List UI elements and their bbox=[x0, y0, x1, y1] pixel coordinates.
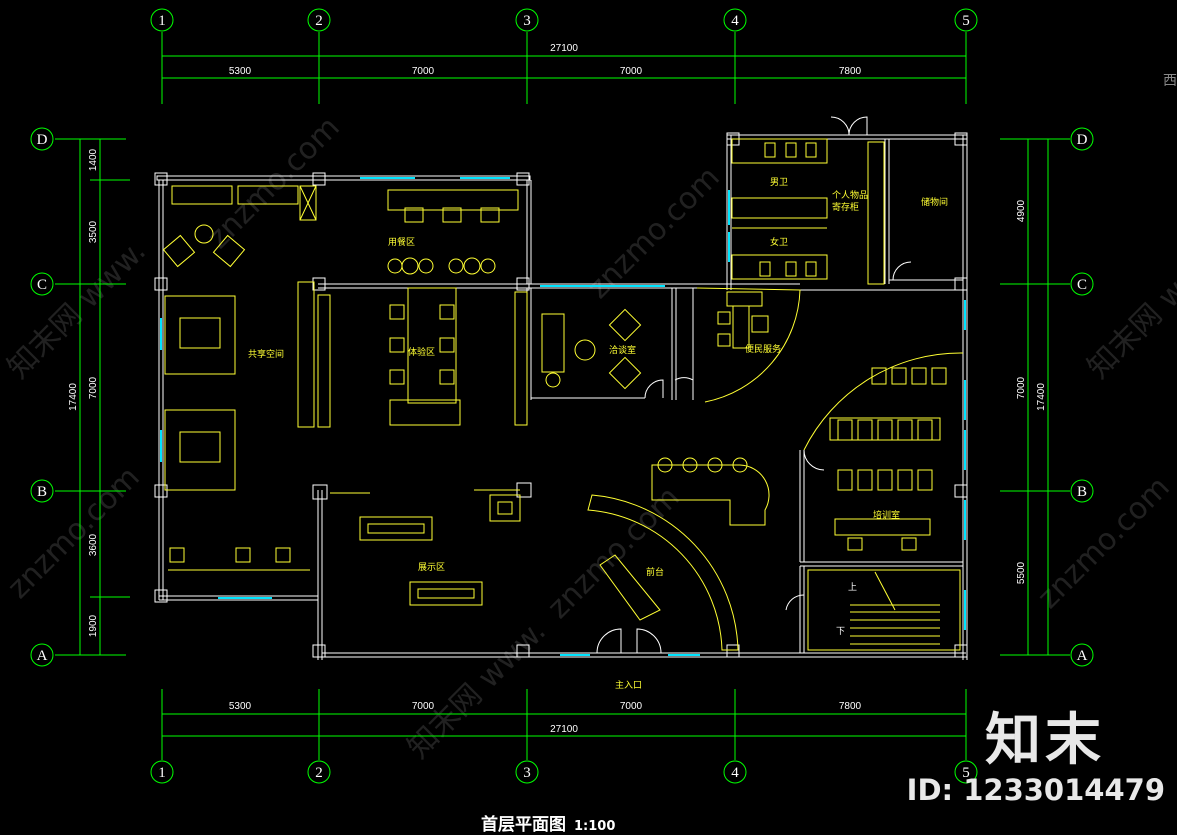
axis-label-a-right: A bbox=[1077, 648, 1088, 664]
watermark-site-4: znzmo.com bbox=[1031, 470, 1177, 616]
axis-label-5-bottom: 5 bbox=[962, 765, 970, 781]
dim-right-3: 5500 bbox=[1016, 561, 1027, 584]
axis-label-3-bottom: 3 bbox=[523, 765, 531, 781]
axis-label-c-right: C bbox=[1077, 277, 1087, 293]
axis-bubbles bbox=[30, 8, 1094, 784]
watermark-pattern: znzmo.com znzmo.com znzmo.com znzmo.com … bbox=[1, 110, 1177, 766]
axis-label-5-top: 5 bbox=[962, 13, 970, 29]
dim-total-bottom: 27100 bbox=[550, 724, 578, 735]
watermark-site-3: znzmo.com bbox=[541, 480, 687, 626]
room-labels: 用餐区 共享空间 体验区 洽谈室 便民服务 男卫 女卫 个人物品 寄存柜 储物间… bbox=[248, 177, 948, 691]
dim-right-total: 17400 bbox=[1036, 383, 1047, 411]
axis-label-2-bottom: 2 bbox=[315, 765, 323, 781]
room-label-female-wc: 女卫 bbox=[770, 236, 788, 248]
furniture bbox=[162, 138, 964, 651]
room-label-locker-b: 寄存柜 bbox=[832, 201, 859, 213]
watermark-cn-3: 知末网 www. bbox=[401, 614, 553, 766]
watermark-cn-2: 知末网 www. bbox=[1081, 234, 1177, 386]
dim-span-1-top: 5300 bbox=[229, 66, 252, 77]
room-label-training: 培训室 bbox=[873, 509, 900, 521]
windows bbox=[160, 177, 966, 656]
room-label-locker-a: 个人物品 bbox=[832, 189, 868, 201]
dim-left-2: 3500 bbox=[88, 220, 99, 243]
dim-span-1-bottom: 5300 bbox=[229, 701, 252, 712]
dim-right-2: 7000 bbox=[1016, 376, 1027, 399]
axis-label-4-top: 4 bbox=[731, 13, 739, 29]
room-label-dining: 用餐区 bbox=[388, 236, 415, 248]
axis-label-1-bottom: 1 bbox=[158, 765, 166, 781]
room-label-entrance: 主入口 bbox=[615, 679, 642, 691]
axis-label-c-left: C bbox=[37, 277, 47, 293]
watermark-corner: 西 bbox=[1163, 73, 1177, 89]
axis-grid bbox=[55, 32, 1070, 760]
dim-span-3-top: 7000 bbox=[620, 66, 643, 77]
dim-span-4-top: 7800 bbox=[839, 66, 862, 77]
doors bbox=[596, 116, 912, 654]
axis-label-4-bottom: 4 bbox=[731, 765, 739, 781]
drawing-scale: 1:100 bbox=[574, 819, 616, 834]
room-label-male-wc: 男卫 bbox=[770, 177, 788, 188]
dim-left-1: 1400 bbox=[88, 148, 99, 171]
dimension-labels: 27100 5300 7000 7000 7800 5300 7000 7000… bbox=[68, 43, 1047, 735]
axis-label-2-top: 2 bbox=[315, 13, 323, 29]
dim-span-2-bottom: 7000 bbox=[412, 701, 435, 712]
axis-label-b-left: B bbox=[37, 484, 47, 500]
room-label-display: 展示区 bbox=[418, 562, 445, 573]
dim-span-3-bottom: 7000 bbox=[620, 701, 643, 712]
room-label-service: 便民服务 bbox=[745, 343, 781, 355]
columns bbox=[154, 132, 968, 658]
watermark-id: ID: 1233014479 bbox=[906, 773, 1165, 807]
dim-left-3: 7000 bbox=[88, 376, 99, 399]
dim-right-1: 4900 bbox=[1016, 199, 1027, 222]
dim-total-top: 27100 bbox=[550, 43, 578, 54]
watermark-brand: 知末 bbox=[985, 708, 1105, 773]
room-label-storage: 储物间 bbox=[921, 196, 948, 208]
axis-label-3-top: 3 bbox=[523, 13, 531, 29]
drawing-title: 首层平面图 1:100 bbox=[481, 810, 615, 835]
axis-label-a-left: A bbox=[37, 648, 48, 664]
dim-left-5: 1900 bbox=[88, 614, 99, 637]
axis-labels: 1 2 3 4 5 1 2 3 4 5 D C B A D C B A bbox=[37, 13, 1088, 781]
dim-left-4: 3600 bbox=[88, 533, 99, 556]
axis-label-1-top: 1 bbox=[158, 13, 166, 29]
axis-label-d-left: D bbox=[37, 132, 48, 148]
room-label-experience: 体验区 bbox=[408, 346, 435, 358]
stair-up-label: 上 bbox=[848, 582, 857, 593]
watermark-cn-1: 知末网 www. bbox=[1, 234, 153, 386]
room-label-negotiation: 洽谈室 bbox=[609, 344, 636, 356]
dim-left-total: 17400 bbox=[68, 383, 79, 411]
dim-span-4-bottom: 7800 bbox=[839, 701, 862, 712]
dim-span-2-top: 7000 bbox=[412, 66, 435, 77]
walls bbox=[156, 134, 968, 660]
stair-down-label: 下 bbox=[836, 627, 845, 637]
axis-label-d-right: D bbox=[1077, 132, 1088, 148]
axis-label-b-right: B bbox=[1077, 484, 1087, 500]
room-label-share: 共享空间 bbox=[248, 348, 284, 360]
drawing-title-text: 首层平面图 bbox=[481, 815, 566, 835]
room-label-reception: 前台 bbox=[646, 566, 664, 578]
watermark-site-5: znzmo.com bbox=[1, 460, 147, 606]
